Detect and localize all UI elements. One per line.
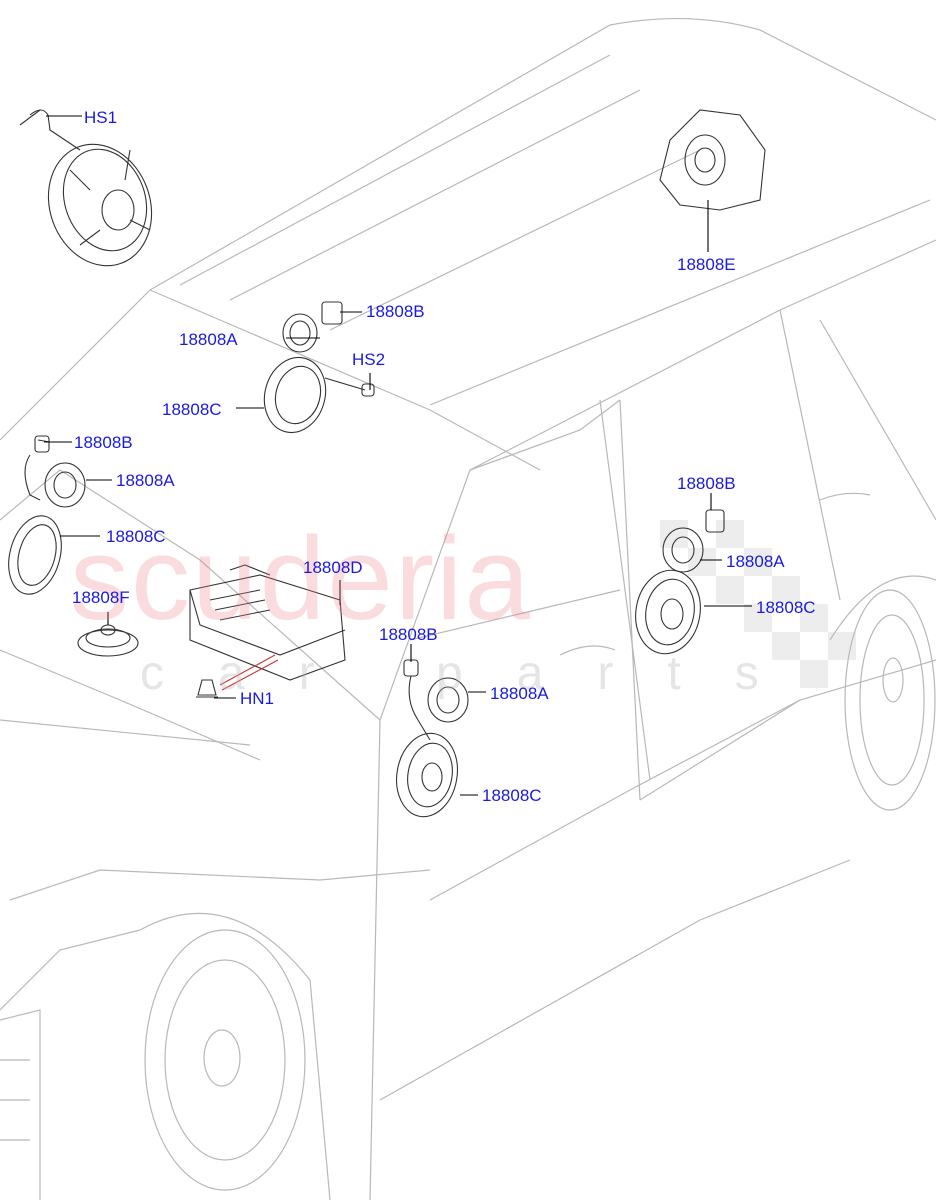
callout-18808c-top[interactable]: 18808C bbox=[162, 400, 222, 419]
callout-18808a-mid[interactable]: 18808A bbox=[490, 684, 549, 703]
callout-hn1[interactable]: HN1 bbox=[240, 689, 275, 708]
callout-hs1[interactable]: HS1 bbox=[84, 108, 118, 127]
watermark-sub: car parts bbox=[140, 647, 813, 700]
callout-18808a-right[interactable]: 18808A bbox=[726, 552, 785, 571]
callout-18808c-right[interactable]: 18808C bbox=[756, 598, 816, 617]
callout-18808c-left[interactable]: 18808C bbox=[106, 527, 166, 546]
callout-18808d[interactable]: 18808D bbox=[303, 558, 363, 577]
callout-18808a-top[interactable]: 18808A bbox=[179, 330, 238, 349]
callout-18808a-left[interactable]: 18808A bbox=[116, 471, 175, 490]
callout-18808b-top[interactable]: 18808B bbox=[366, 302, 425, 321]
callout-hs2[interactable]: HS2 bbox=[352, 350, 386, 369]
callout-18808b-left[interactable]: 18808B bbox=[74, 433, 133, 452]
callout-18808c-mid[interactable]: 18808C bbox=[482, 786, 542, 805]
callout-18808b-mid[interactable]: 18808B bbox=[379, 625, 438, 644]
callout-18808b-right[interactable]: 18808B bbox=[677, 474, 736, 493]
callout-18808f[interactable]: 18808F bbox=[72, 588, 130, 607]
watermark-brand: scuderia bbox=[70, 513, 533, 645]
callout-18808e[interactable]: 18808E bbox=[677, 255, 736, 274]
